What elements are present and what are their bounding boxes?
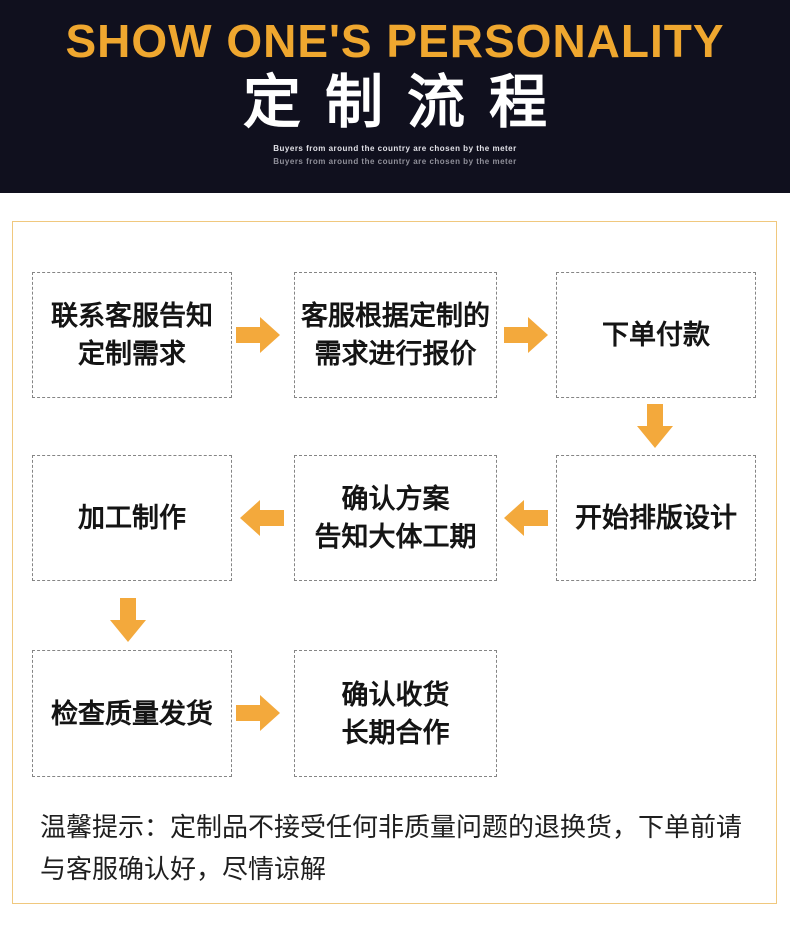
arrow-right-icon [236, 317, 280, 353]
arrow-left-icon [504, 500, 548, 536]
banner-subtitle-line2: Buyers from around the country are chose… [273, 157, 517, 166]
arrow-down-icon [637, 404, 673, 448]
flow-step-service-quote: 客服根据定制的 需求进行报价 [294, 272, 497, 398]
arrow-head [240, 500, 260, 536]
banner-subtitle-line1: Buyers from around the country are chose… [273, 144, 517, 153]
banner-title-chinese: 定制流程 [242, 70, 571, 135]
arrow-right-icon [236, 695, 280, 731]
arrow-right-icon [504, 317, 548, 353]
banner-title-english: SHOW ONE'S PERSONALITY [65, 15, 725, 67]
arrow-head [637, 426, 673, 448]
arrow-head [260, 317, 280, 353]
arrow-head [504, 500, 524, 536]
flow-step-place-order: 下单付款 [556, 272, 756, 398]
flow-step-confirm-receipt: 确认收货 长期合作 [294, 650, 497, 777]
flow-step-production: 加工制作 [32, 455, 232, 581]
arrow-shaft [524, 510, 548, 526]
arrow-left-icon [240, 500, 284, 536]
arrow-shaft [120, 598, 136, 620]
warm-tip-note: 温馨提示：定制品不接受任何非质量问题的退换货，下单前请 与客服确认好，尽情谅解 [40, 812, 743, 884]
arrow-shaft [236, 705, 260, 721]
flow-step-quality-check-ship: 检查质量发货 [32, 650, 232, 777]
flow-step-confirm-plan: 确认方案 告知大体工期 [294, 455, 497, 581]
arrow-shaft [236, 327, 260, 343]
arrow-shaft [260, 510, 284, 526]
header-banner: SHOW ONE'S PERSONALITY 定制流程 Buyers from … [0, 0, 790, 193]
arrow-down-icon [110, 598, 146, 642]
arrow-head [110, 620, 146, 642]
arrow-head [260, 695, 280, 731]
arrow-head [528, 317, 548, 353]
flow-step-contact-service: 联系客服告知 定制需求 [32, 272, 232, 398]
arrow-shaft [504, 327, 528, 343]
flow-step-layout-design: 开始排版设计 [556, 455, 756, 581]
arrow-shaft [647, 404, 663, 426]
